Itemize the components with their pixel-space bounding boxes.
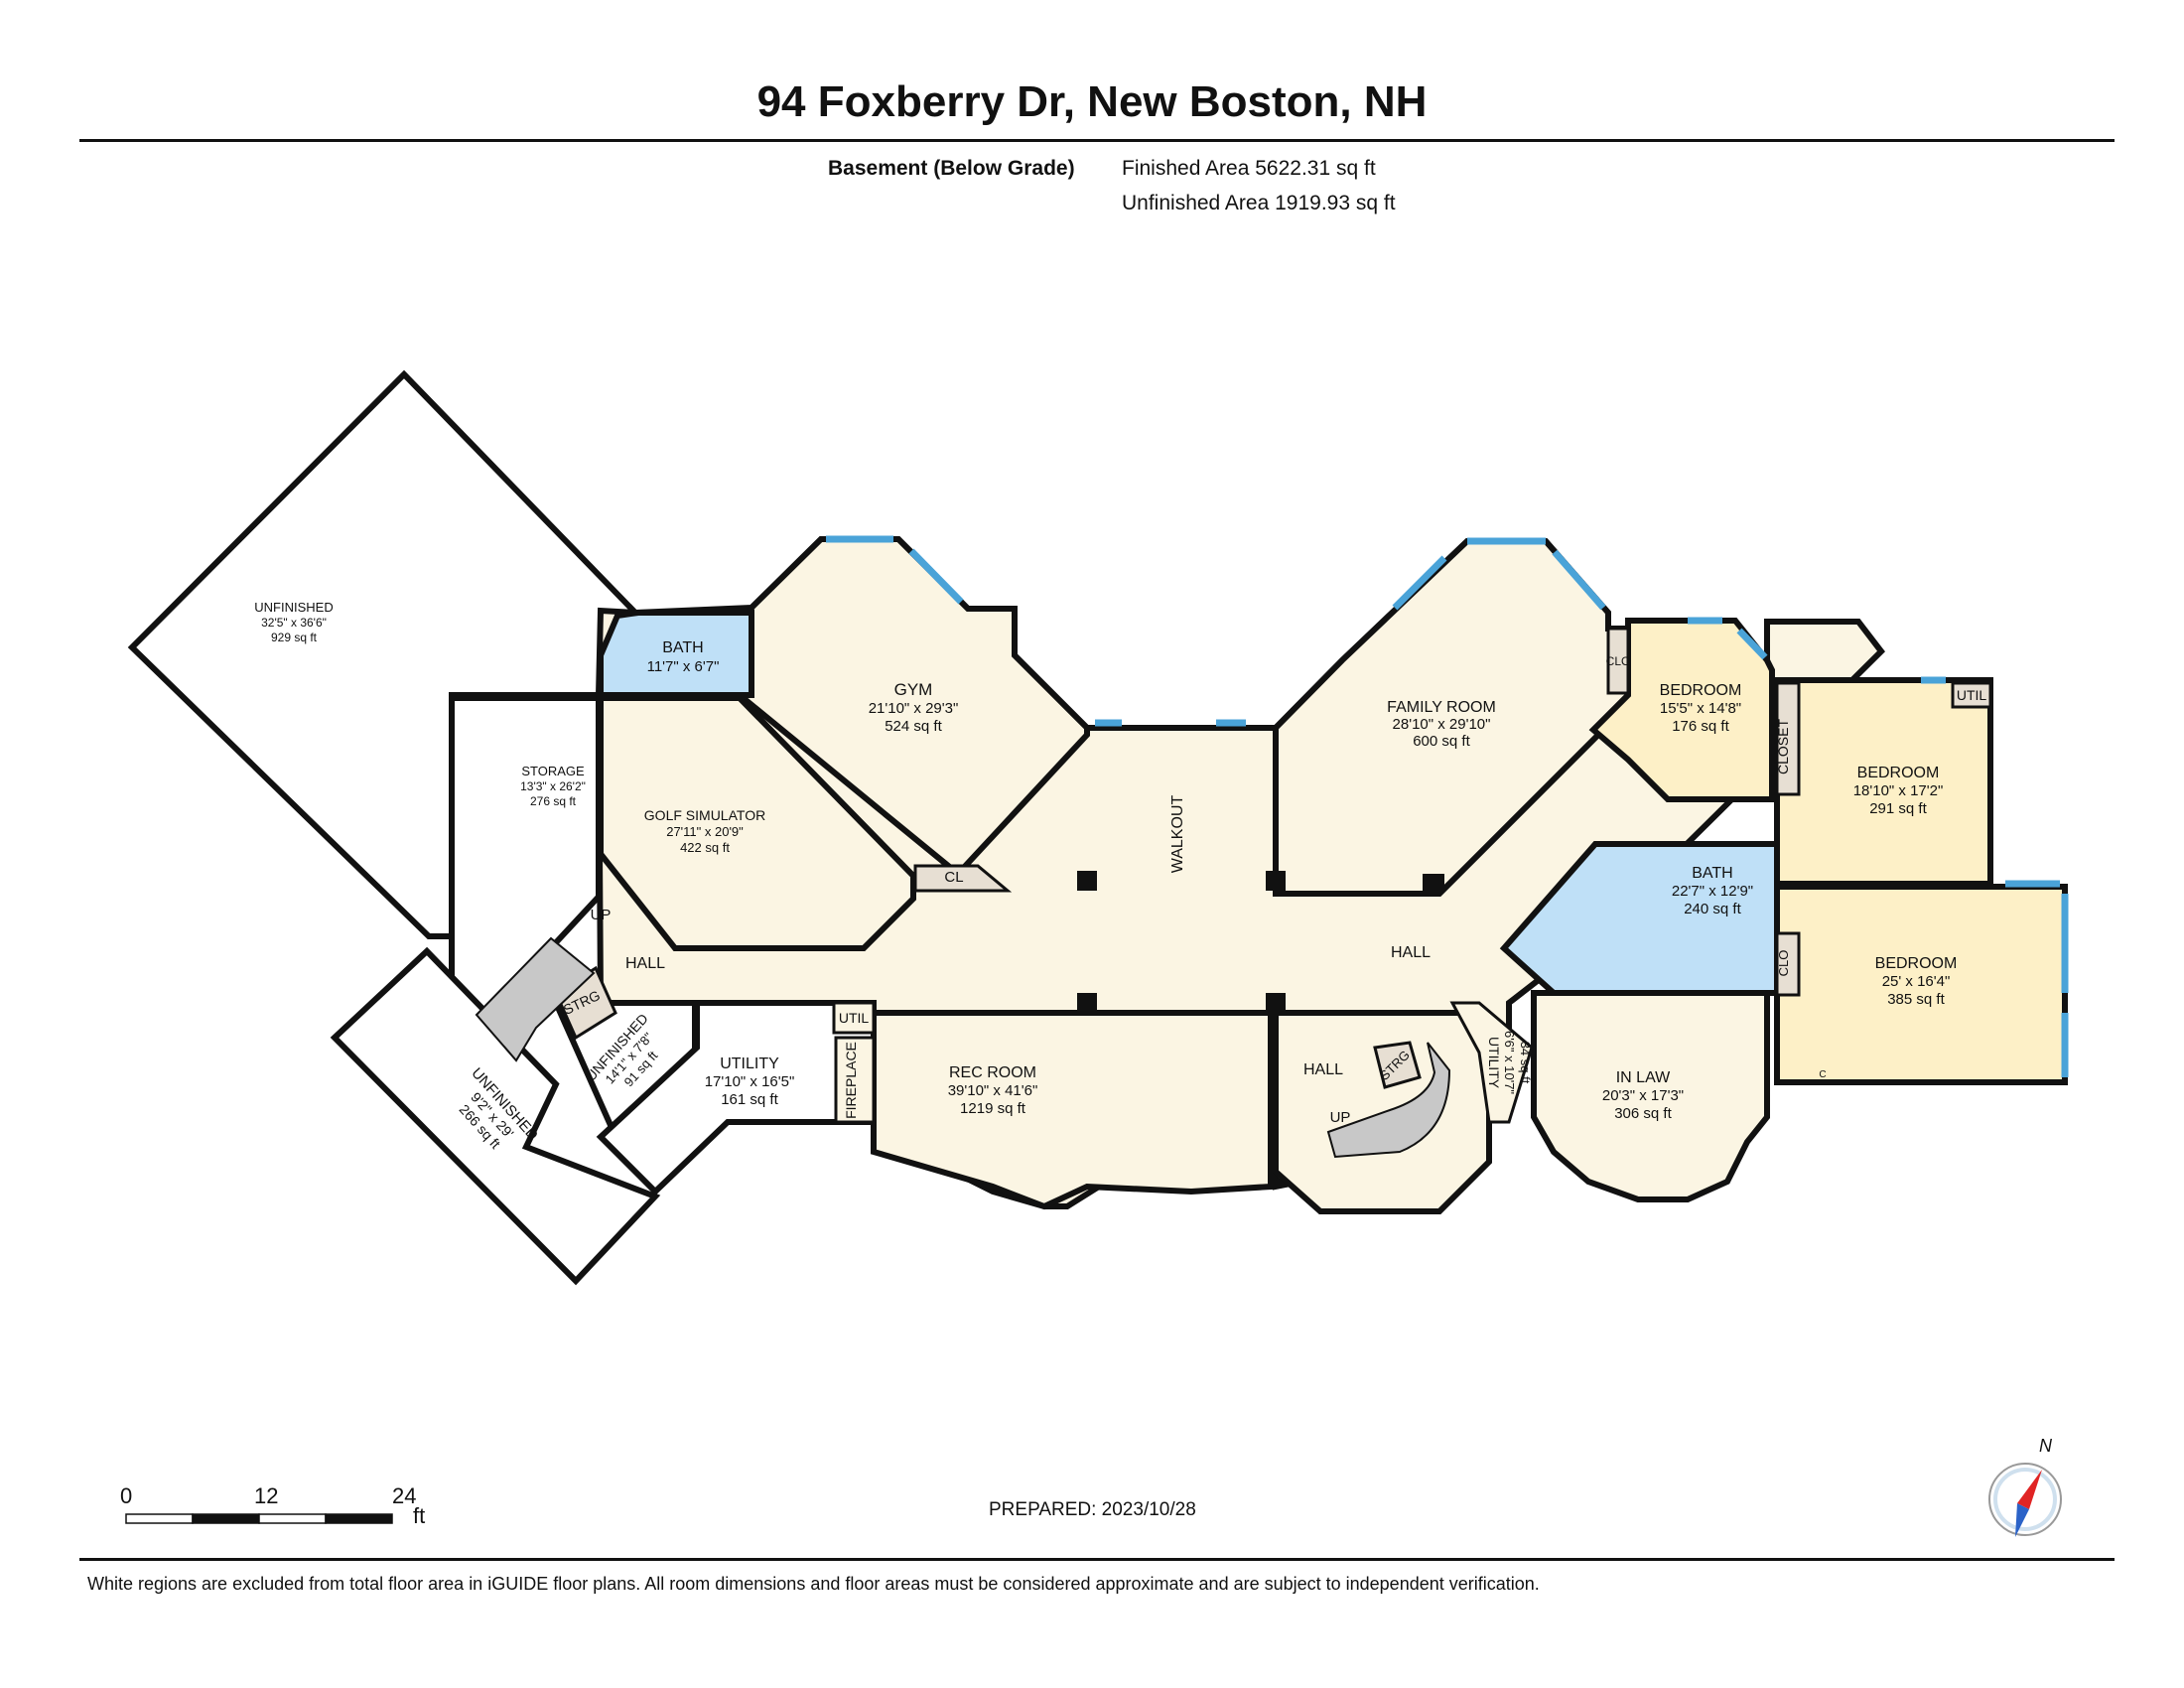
label-dims-bath-1: 11'7" x 6'7" [647,658,720,675]
label-area-bedroom-2: 291 sq ft [1869,800,1927,817]
label-area-utility-1: 161 sq ft [721,1091,778,1108]
scale-bar [125,1513,393,1524]
label-area-golf: 422 sq ft [680,840,730,855]
label-name-bedroom-3: BEDROOM [1875,955,1958,972]
label-walkout: WALKOUT [1169,795,1186,874]
label-up-2: UP [1330,1109,1351,1126]
level-label: Basement (Below Grade) [828,157,1075,180]
label-area-in-law: 306 sq ft [1614,1105,1672,1122]
footer-rule [79,1558,2115,1561]
room-shape-golf [598,695,916,951]
label-dims-unfinished-large: 32'5" x 36'6" [261,616,327,630]
label-area-utility-2: 34 sq ft [1518,1042,1533,1084]
label-dims-golf: 27'11" x 20'9" [666,824,744,839]
label-dims-rec: 39'10" x 41'6" [948,1082,1038,1099]
scale-tick-0: 0 [120,1483,133,1508]
label-name-utility-2: UTILITY [1486,1037,1502,1089]
label-util-1: UTIL [839,1010,870,1026]
label-dims-in-law: 20'3" x 17'3" [1602,1087,1684,1104]
clo-box-1 [1606,627,1630,695]
label-name-unfinished-large: UNFINISHED [254,600,333,615]
cl-box [913,864,1013,893]
label-dims-bedroom-1: 15'5" x 14'8" [1660,700,1741,717]
label-cl: CL [944,869,963,886]
label-area-family: 600 sq ft [1413,733,1470,750]
label-name-bedroom-1: BEDROOM [1660,682,1742,699]
room-shape-unfinished-side [330,946,661,1286]
room-shape-bedroom-3 [1774,884,2068,1085]
label-c: C [1819,1069,1826,1080]
label-fireplace: FIREPLACE [843,1042,859,1119]
label-hall-1: HALL [625,955,665,972]
room-shape-rec [871,1010,1274,1210]
label-name-rec: REC ROOM [949,1064,1036,1081]
windows [826,535,2069,1077]
label-name-bedroom-2: BEDROOM [1857,765,1940,781]
label-dims-gym: 21'10" x 29'3" [869,700,959,717]
label-name-bath-2: BATH [1692,865,1732,882]
room-shape-in-law [1531,990,1770,1202]
label-name-utility-1: UTILITY [720,1055,779,1072]
room-shape-bath-1 [598,610,754,698]
finished-area: Finished Area 5622.31 sq ft [1122,157,1376,180]
label-clo-1: CLO [1606,654,1631,668]
label-dims-utility-1: 17'10" x 16'5" [705,1073,795,1090]
label-up-1: UP [591,907,612,923]
label-closet: CLOSET [1775,719,1791,774]
label-dims-storage: 13'3" x 26'2" [520,779,586,793]
label-name-family: FAMILY ROOM [1387,699,1496,716]
header-rule [79,139,2115,142]
label-area-bedroom-1: 176 sq ft [1672,718,1729,735]
label-dims-bedroom-2: 18'10" x 17'2" [1853,782,1944,799]
stair-2 [1326,1042,1451,1159]
label-area-storage: 276 sq ft [530,794,577,808]
label-area-rec: 1219 sq ft [960,1100,1026,1117]
util-box-2 [1951,681,1992,709]
unfinished-area: Unfinished Area 1919.93 sq ft [1122,192,1396,214]
columns [1077,871,1444,1013]
label-util-2: UTIL [1957,687,1987,703]
clo-box-2 [1775,931,1801,997]
room-shape-bedroom-1 [1588,618,1775,802]
label-dims-family: 28'10" x 29'10" [1393,716,1491,733]
room-shape-bath-2 [1499,841,1780,996]
stairs [475,936,1451,1159]
label-name-in-law: IN LAW [1616,1069,1671,1086]
util-box-1 [832,1001,876,1035]
scale-unit: ft [413,1503,426,1528]
stair-1 [475,936,596,1062]
label-area-bedroom-3: 385 sq ft [1887,991,1945,1008]
scale-tick-24: 24 [392,1483,417,1508]
closet-box [1775,681,1801,796]
page-title: 94 Foxberry Dr, New Boston, NH [756,77,1428,126]
label-area-bath-2: 240 sq ft [1684,901,1741,917]
prepared-date: PREPARED: 2023/10/28 [989,1499,1196,1520]
compass-north-label: N [2039,1436,2052,1456]
label-name-gym: GYM [894,680,933,699]
label-hall-2: HALL [1391,944,1431,961]
utility-2-box [1449,1001,1534,1124]
label-area-unfinished-large: 929 sq ft [271,631,318,644]
scale-tick-12: 12 [254,1483,279,1508]
fireplace-box [834,1036,876,1124]
label-hall-3: HALL [1303,1061,1343,1078]
strg-box-2 [1373,1041,1422,1089]
label-name-golf: GOLF SIMULATOR [644,807,765,823]
label-dims-bedroom-3: 25' x 16'4" [1882,973,1951,990]
compass-icon [1988,1463,2062,1537]
label-name-storage: STORAGE [521,764,585,778]
label-dims-bath-2: 22'7" x 12'9" [1672,883,1753,900]
label-dims-utility-2: 6'6" x 10'7" [1502,1031,1517,1094]
disclaimer: White regions are excluded from total fl… [87,1574,1540,1594]
label-clo-2: CLO [1776,950,1791,977]
label-name-bath-1: BATH [662,639,703,656]
label-area-gym: 524 sq ft [885,718,942,735]
